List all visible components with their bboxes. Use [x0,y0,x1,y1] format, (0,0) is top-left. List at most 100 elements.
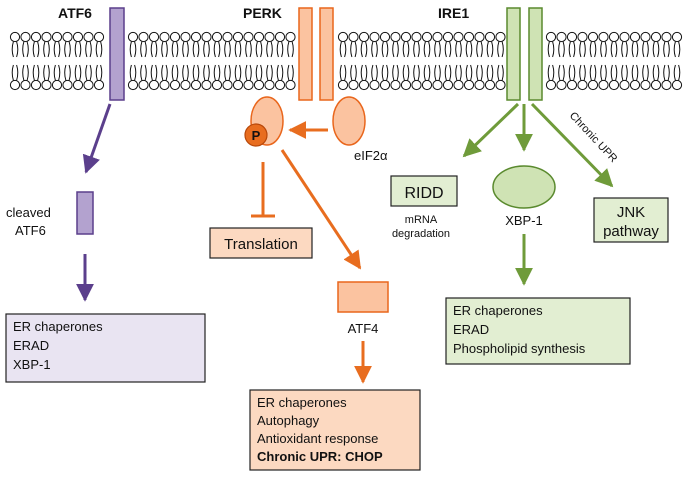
lipid-head [629,31,641,43]
lipid-tail [140,41,143,58]
lipid-tail [407,41,410,58]
lipid-head [190,31,202,43]
lipid-tail [604,41,607,58]
lipid-head [650,31,662,43]
lipid-tail [129,64,132,81]
lipid-tail [58,41,61,58]
lipid-tail [22,64,25,81]
atf6-targets-box [5,313,206,383]
lipid-tail [449,41,452,58]
xbp1-label: XBP-1 [505,213,543,228]
lipid-head [180,79,191,91]
lipid-tail [476,64,479,81]
lipid-tail [413,64,416,81]
lipid-head [264,79,275,91]
lipid-tail [547,64,550,81]
lipid-tail [360,41,363,58]
ire1-receptor-label: IRE1 [438,5,469,21]
lipid-head [201,31,212,43]
lipid-tail [281,41,284,58]
lipid-tail [486,64,489,81]
lipid-tail [161,64,164,81]
atf6-target-item: ERAD [13,338,49,353]
lipid-head [608,79,620,91]
lipid-head [30,31,42,43]
lipid-tail [192,41,195,58]
lipid-tail [657,41,660,58]
lipid-tail [594,64,597,81]
lipid-head [474,79,485,91]
lipid-tail [266,64,269,81]
lipid-tail [354,64,357,81]
lipid-tail [339,41,342,58]
lipid-head [619,79,630,91]
lipid-head [348,31,359,43]
lipid-head [72,31,84,43]
lipid-tail [562,41,565,58]
lipid-head [253,79,265,91]
lipid-head [400,31,412,43]
translation-label: Translation [224,236,298,253]
lipid-tail [646,41,649,58]
lipid-head [9,79,21,91]
lipid-head [484,79,496,91]
cleaved-atf6-label-line2: ATF6 [15,223,46,238]
chronic-upr-label: Chronic UPR [567,110,620,165]
lipid-head [484,31,496,43]
lipid-head [348,79,359,91]
lipid-tail [22,41,25,58]
lipid-tail [444,64,447,81]
lipid-tail [579,64,582,81]
lipid-head [243,31,254,43]
lipid-tail [392,41,395,58]
ire1-targets-box [445,297,631,365]
lipid-tail [182,41,185,58]
lipid-tail [245,64,248,81]
lipid-tail [79,41,82,58]
lipid-head [159,31,170,43]
ire1-target-item: ERAD [453,322,489,337]
lipid-tail [381,64,384,81]
lipid-tail [371,64,374,81]
lipid-tail [186,64,189,81]
lipid-head [463,79,475,91]
lipid-head [463,31,475,43]
lipid-head [495,79,506,91]
lipid-tail [239,41,242,58]
lipid-head [495,31,506,43]
lipid-head [127,79,139,91]
lipid-tail [365,64,368,81]
er-membrane-bilayer [9,31,683,91]
lipid-head [211,31,223,43]
lipid-tail [37,41,40,58]
lipid-head [629,79,641,91]
lipid-head [556,79,567,91]
lipid-head [453,79,464,91]
lipid-tail [203,41,206,58]
lipid-tail [182,64,185,81]
lipid-tail [386,41,389,58]
perk-target-item: ER chaperones [257,395,347,410]
lipid-tail [667,64,670,81]
lipid-head [442,31,454,43]
lipid-head [62,79,73,91]
lipid-tail [255,64,258,81]
lipid-head [274,79,286,91]
lipid-head [661,79,672,91]
lipid-tail [176,41,179,58]
lipid-tail [396,64,399,81]
jnk-label-line2: pathway [603,223,659,240]
lipid-head [337,31,349,43]
lipid-tail [455,64,458,81]
lipid-head [243,79,254,91]
lipid-tail [428,64,431,81]
lipid-tail [392,64,395,81]
lipid-head [93,31,105,43]
lipid-tail [150,64,153,81]
lipid-tail [673,64,676,81]
lipid-head [253,31,265,43]
lipid-head [169,31,181,43]
lipid-tail [276,41,279,58]
lipid-tail [604,64,607,81]
